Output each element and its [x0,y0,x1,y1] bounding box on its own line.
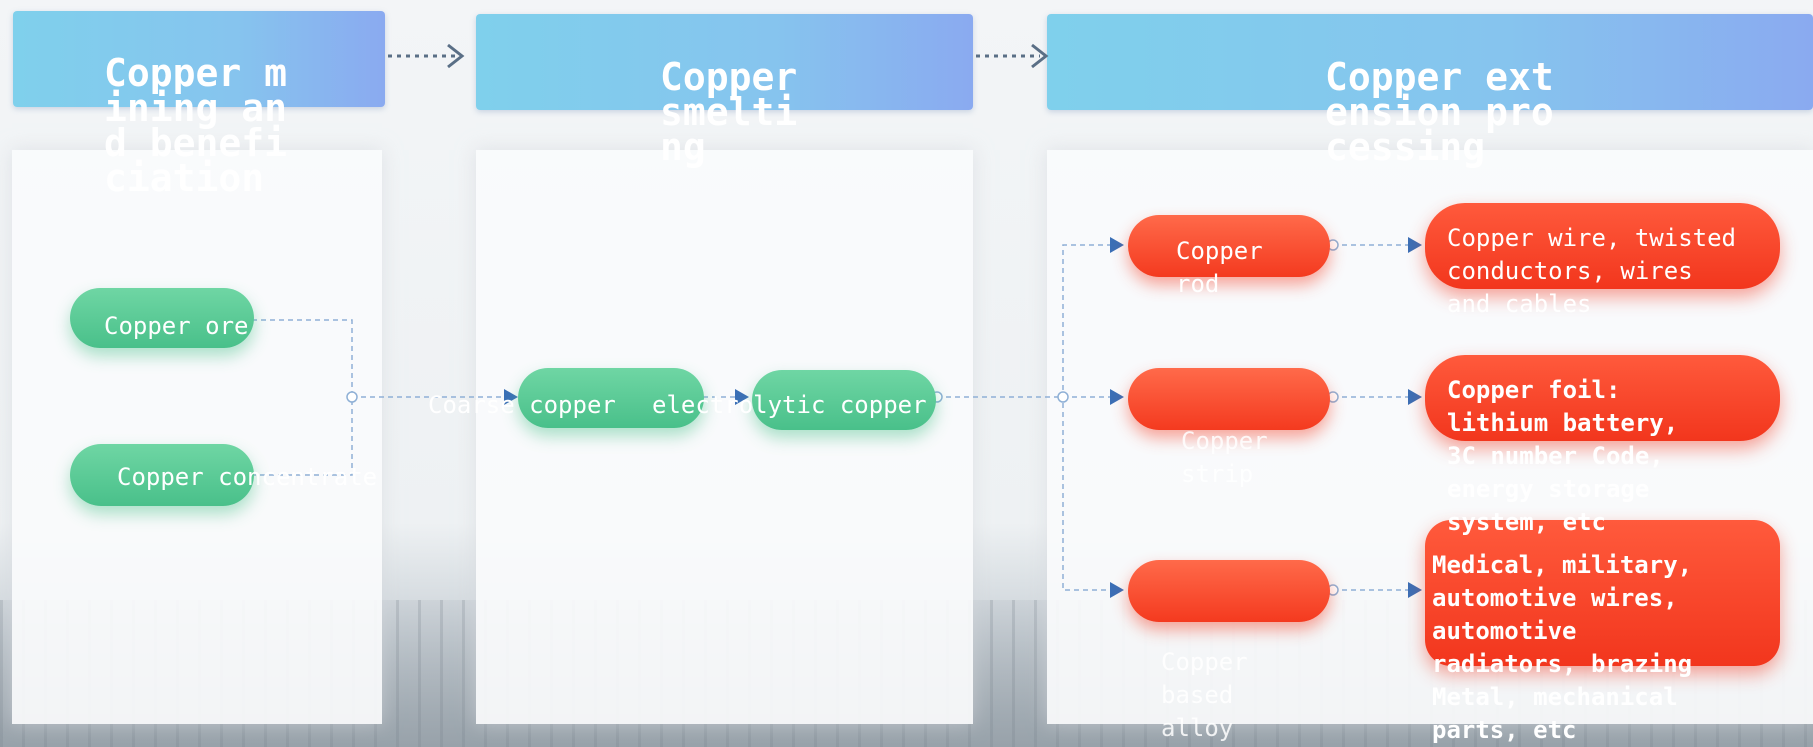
label-application-wires: Copper wire, twisted conductors, wires a… [1447,224,1736,318]
node-coarse-copper [518,368,704,428]
stage-header-mining [13,11,385,107]
header-arrow-2 [976,43,1049,69]
node-copper-strip [1128,368,1330,430]
header-arrow-1 [388,43,465,69]
label-copper-concentrate: Copper concentrate [117,463,378,491]
stage-title-processing: Copper extension processing [1325,55,1554,169]
label-electrolytic-copper: electrolytic copper [652,391,927,419]
node-application-automotive [1425,520,1780,666]
node-copper-rod [1128,215,1330,277]
stage-title-smelting: Copper smelting [660,55,798,169]
label-copper-rod: Copper rod [1176,237,1263,298]
node-electrolytic-copper [752,370,936,430]
node-copper-ore [70,288,254,348]
label-coarse-copper: Coarse copper [428,391,616,419]
node-application-foil [1425,355,1780,441]
node-application-wires [1425,203,1780,289]
label-copper-based-alloy: Copper based alloy [1161,648,1248,742]
stage-title-mining: Copper mining and beneficiation [104,51,288,200]
stage-header-processing [1047,14,1813,110]
label-application-automotive: Medical, military, automotive wires, aut… [1432,551,1693,744]
node-copper-based-alloy [1128,560,1330,622]
label-copper-ore: Copper ore [104,312,249,340]
node-copper-concentrate [70,444,254,506]
panel-smelting [476,150,973,724]
stage-header-smelting [476,14,973,110]
label-copper-strip: Copper strip [1181,427,1268,488]
label-application-foil: Copper foil: lithium battery, 3C number … [1447,376,1679,536]
panel-mining [12,150,382,724]
